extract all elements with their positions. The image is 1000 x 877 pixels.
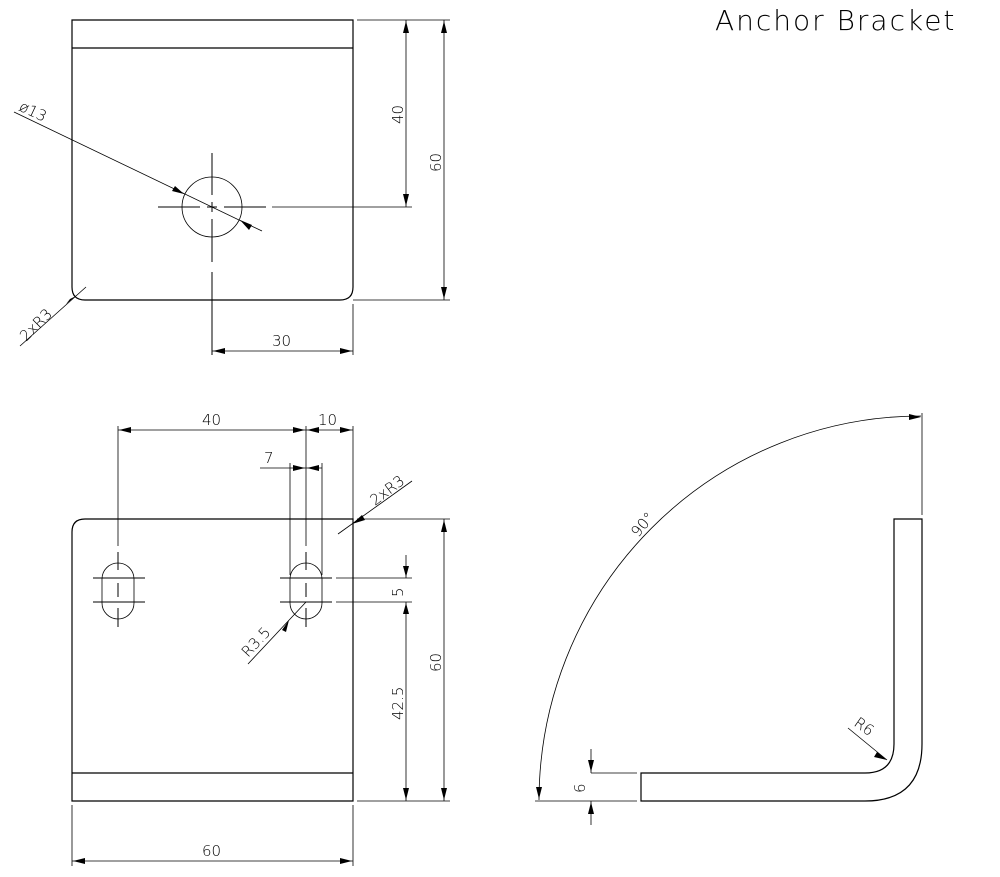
diameter-leader (13, 111, 263, 232)
dim-front-width: 60 (202, 842, 221, 860)
dim-slot-to-edge: 10 (318, 411, 337, 429)
dim-60-top-height: 60 (427, 153, 445, 172)
top-view: ø13 40 60 30 2xR3 (13, 19, 450, 355)
side-view: 90° R6 6 (535, 413, 923, 825)
thickness-label: 6 (571, 783, 589, 793)
front-corner-radius-label: 2xR3 (367, 472, 408, 509)
front-view-outline (71, 518, 354, 802)
dim-slot-height: 42.5 (389, 687, 407, 720)
angle-label: 90° (627, 509, 658, 541)
dim-slot-width: 7 (264, 449, 274, 467)
angle-arc (538, 415, 922, 801)
dim-30: 30 (272, 332, 291, 350)
dim-front-height: 60 (427, 653, 445, 672)
corner-radius-label: 2xR3 (16, 305, 56, 345)
dim-slot-spacing: 40 (202, 411, 221, 429)
slot-right (289, 562, 323, 620)
diameter-label: ø13 (16, 97, 49, 125)
bent-profile (640, 518, 923, 802)
drawing-title: Anchor Bracket (715, 4, 957, 37)
dim-40-vertical: 40 (389, 105, 407, 124)
bend-radius-label: R6 (851, 714, 878, 740)
slot-left (101, 562, 135, 620)
dim-slot-length: 5 (389, 587, 407, 597)
front-view: 40 10 7 2xR3 R3.5 5 42.5 60 (71, 411, 450, 866)
top-view-outline (71, 19, 354, 301)
